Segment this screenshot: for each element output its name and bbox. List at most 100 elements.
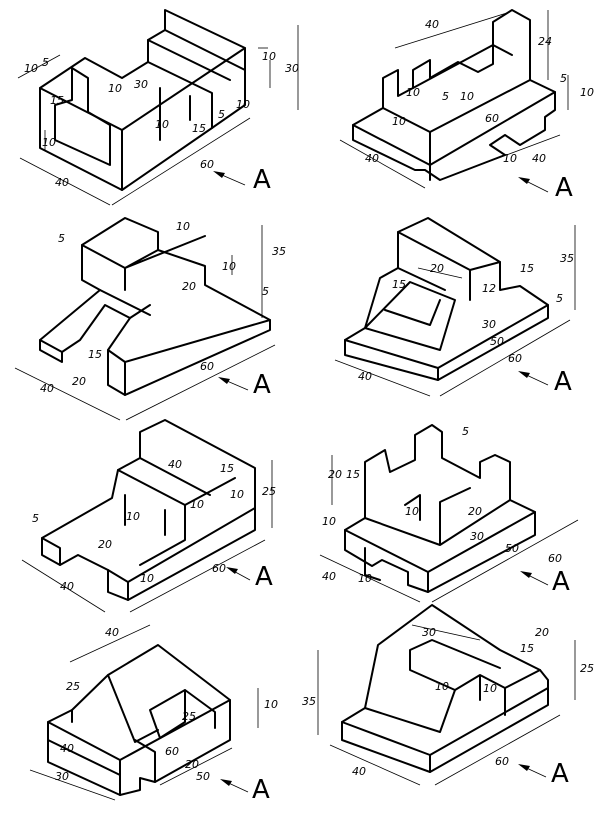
fig-5-dim: 60 bbox=[212, 562, 226, 575]
fig-5-dim: 10 bbox=[126, 510, 140, 523]
view-label-A: A bbox=[555, 173, 573, 203]
fig-6-dim: 30 bbox=[470, 530, 484, 543]
fig-7-dim: 40 bbox=[105, 626, 119, 639]
fig-1-dim: 10 bbox=[155, 118, 169, 131]
fig-5-labels: 40 15 10 25 10 10 5 20 10 40 60 A bbox=[32, 458, 276, 593]
view-label-A: A bbox=[253, 370, 271, 400]
fig-1-dim: 10 bbox=[42, 136, 56, 149]
view-label-A: A bbox=[252, 775, 270, 805]
fig-5-dim: 10 bbox=[230, 488, 244, 501]
fig-7-dim: 30 bbox=[55, 770, 69, 783]
fig-7-dim: 25 bbox=[182, 710, 196, 723]
fig-2-dim: 5 bbox=[560, 72, 567, 85]
fig-7-dim: 50 bbox=[196, 770, 210, 783]
view-label-A: A bbox=[551, 759, 569, 789]
fig-1-dim: 10 bbox=[236, 98, 250, 111]
fig-4-dim: 15 bbox=[392, 278, 406, 291]
fig-5-dim: 10 bbox=[190, 498, 204, 511]
fig-2-dim: 5 bbox=[442, 90, 449, 103]
fig-3-dim: 10 bbox=[176, 220, 190, 233]
fig-3 bbox=[14, 217, 276, 421]
fig-3-dim: 20 bbox=[72, 375, 86, 388]
fig-4-dim: 35 bbox=[560, 252, 574, 265]
fig-2-dim: 40 bbox=[425, 18, 439, 31]
fig-3-dim: 20 bbox=[182, 280, 196, 293]
fig-8-dim: 10 bbox=[483, 682, 497, 695]
fig-4-dim: 12 bbox=[482, 282, 496, 295]
view-label-A: A bbox=[554, 367, 572, 397]
fig-4-dim: 50 bbox=[490, 335, 504, 348]
fig-1-dim: 5 bbox=[42, 56, 49, 69]
fig-1-dim: 10 bbox=[108, 82, 122, 95]
fig-2-dim: 40 bbox=[532, 152, 546, 165]
fig-6-dim: 20 bbox=[468, 505, 482, 518]
fig-5-dim: 15 bbox=[220, 462, 234, 475]
fig-3-dim: 10 bbox=[222, 260, 236, 273]
fig-1-dim: 40 bbox=[55, 176, 69, 189]
fig-1-labels: 10 5 15 10 30 30 10 10 15 5 10 40 60 10 … bbox=[24, 50, 299, 195]
fig-8-dim: 60 bbox=[495, 755, 509, 768]
fig-5-dim: 40 bbox=[168, 458, 182, 471]
fig-1-dim: 5 bbox=[218, 108, 225, 121]
fig-5-dim: 40 bbox=[60, 580, 74, 593]
fig-8 bbox=[317, 604, 576, 786]
fig-2-dim: 10 bbox=[580, 86, 594, 99]
fig-5-dim: 5 bbox=[32, 512, 39, 525]
fig-2-dim: 10 bbox=[460, 90, 474, 103]
fig-1-dim: 15 bbox=[192, 122, 206, 135]
fig-4-dim: 20 bbox=[430, 262, 444, 275]
fig-6-dim: 10 bbox=[358, 572, 372, 585]
fig-4-dim: 60 bbox=[508, 352, 522, 365]
fig-7-dim: 40 bbox=[60, 742, 74, 755]
fig-8-dim: 25 bbox=[580, 662, 594, 675]
fig-2 bbox=[339, 9, 569, 189]
fig-6-dim: 10 bbox=[322, 515, 336, 528]
view-label-A: A bbox=[255, 562, 273, 592]
fig-1-dim: 15 bbox=[50, 94, 64, 107]
fig-7-dim: 25 bbox=[66, 680, 80, 693]
fig-3-dim: 5 bbox=[262, 285, 269, 298]
fig-6-dim: 15 bbox=[346, 468, 360, 481]
fig-6-dim: 40 bbox=[322, 570, 336, 583]
fig-7-dim: 60 bbox=[165, 745, 179, 758]
fig-5-dim: 20 bbox=[98, 538, 112, 551]
fig-8-dim: 35 bbox=[302, 695, 316, 708]
fig-1-dim: 30 bbox=[134, 78, 148, 91]
fig-1 bbox=[17, 9, 299, 206]
fig-2-dim: 60 bbox=[485, 112, 499, 125]
fig-2-dim: 10 bbox=[406, 86, 420, 99]
fig-1-dim: 10 bbox=[262, 50, 276, 63]
fig-6-dim: 60 bbox=[548, 552, 562, 565]
fig-4-dim: 5 bbox=[556, 292, 563, 305]
fig-8-dim: 15 bbox=[520, 642, 534, 655]
fig-4-dim: 30 bbox=[482, 318, 496, 331]
fig-8-labels: 30 20 15 25 10 10 35 40 60 A bbox=[302, 626, 594, 789]
fig-2-dim: 10 bbox=[392, 115, 406, 128]
fig-1-dim: 10 bbox=[24, 62, 38, 75]
fig-1-dim: 30 bbox=[285, 62, 299, 75]
view-label-A: A bbox=[552, 567, 570, 597]
fig-3-dim: 15 bbox=[88, 348, 102, 361]
fig-8-dim: 10 bbox=[435, 680, 449, 693]
fig-6-dim: 5 bbox=[462, 425, 469, 438]
fig-4-dim: 15 bbox=[520, 262, 534, 275]
fig-2-dim: 24 bbox=[538, 35, 552, 48]
fig-2-labels: 40 24 5 10 10 5 10 10 60 40 10 40 A bbox=[365, 18, 594, 203]
fig-7-dim: 10 bbox=[264, 698, 278, 711]
view-label-A: A bbox=[253, 165, 271, 195]
fig-3-dim: 35 bbox=[272, 245, 286, 258]
fig-8-dim: 40 bbox=[352, 765, 366, 778]
fig-4-labels: 20 15 12 15 35 30 5 50 40 60 A bbox=[358, 252, 574, 397]
fig-2-dim: 40 bbox=[365, 152, 379, 165]
fig-6 bbox=[319, 424, 579, 603]
fig-7-labels: 40 25 25 10 40 60 20 30 50 A bbox=[55, 626, 278, 805]
fig-3-labels: 5 10 10 35 20 5 15 20 40 60 A bbox=[40, 220, 286, 400]
fig-6-dim: 50 bbox=[505, 542, 519, 555]
fig-7-dim: 20 bbox=[185, 758, 199, 771]
fig-5 bbox=[21, 419, 273, 613]
fig-2-dim: 10 bbox=[503, 152, 517, 165]
fig-7 bbox=[29, 624, 259, 801]
fig-5-dim: 25 bbox=[262, 485, 276, 498]
